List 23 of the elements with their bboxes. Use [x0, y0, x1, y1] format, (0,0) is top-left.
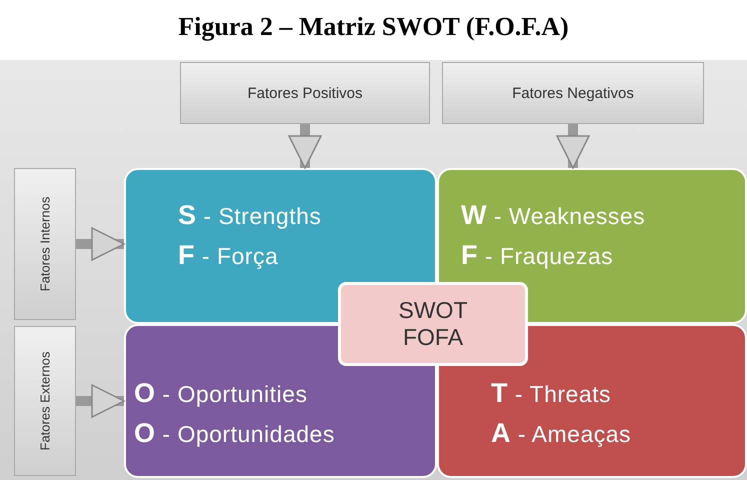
quadrant-text: A - Ameaças [491, 418, 632, 449]
quadrant-text: F - Força [178, 240, 278, 271]
arrow [288, 124, 322, 169]
quadrant-text: T - Threats [491, 378, 611, 409]
node-text: Fatores Externos [38, 352, 52, 450]
side-header-box [14, 168, 76, 320]
quadrant-text: O - Oportunidades [134, 418, 335, 449]
quadrant-text: F - Fraquezas [461, 240, 614, 271]
quadrant-text: W - Weaknesses [461, 200, 646, 231]
quadrant-text: S - Strengths [178, 200, 322, 231]
node-text: Fatores Positivos [247, 84, 363, 102]
quadrant-text: O - Oportunities [134, 378, 308, 409]
node-text: Fatores Internos [38, 196, 52, 292]
center-box [338, 282, 528, 366]
arrow [556, 124, 590, 169]
arrow [76, 384, 125, 418]
header-box [442, 62, 704, 124]
side-header-box [14, 326, 76, 476]
node-text: Fatores Negativos [512, 84, 634, 102]
header-box [180, 62, 430, 124]
arrow [76, 227, 125, 261]
node-text: SWOT FOFA [398, 297, 468, 351]
figure-title: Figura 2 – Matriz SWOT (F.O.F.A) [178, 12, 569, 42]
